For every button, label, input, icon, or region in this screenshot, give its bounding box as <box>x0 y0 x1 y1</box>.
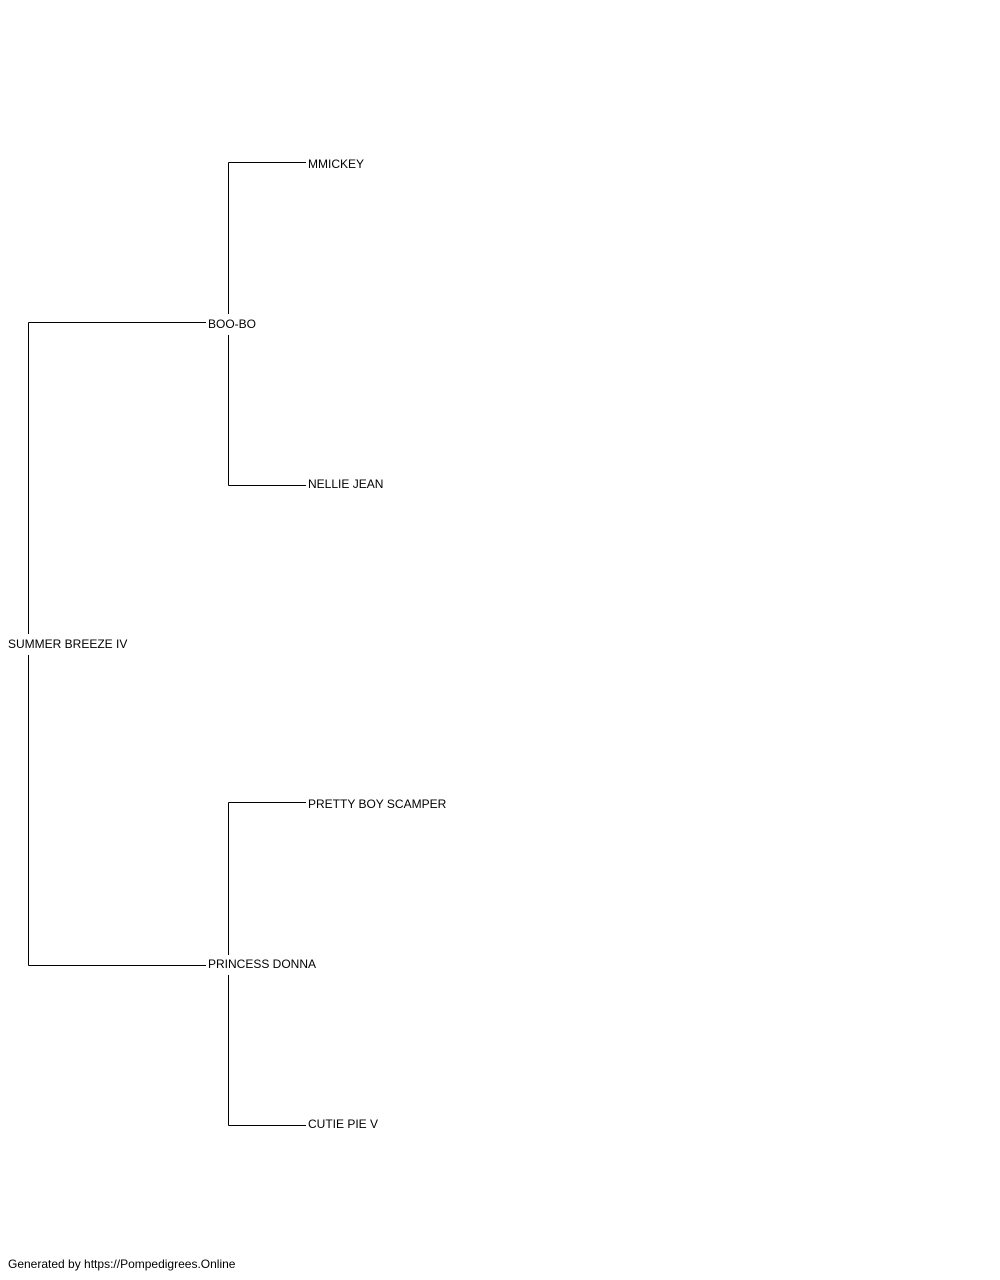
generated-by-footer: Generated by https://Pompedigrees.Online <box>8 1257 236 1271</box>
sire-name: BOO-BO <box>208 317 256 331</box>
subject-name: SUMMER BREEZE IV <box>8 637 127 651</box>
sire-dam-name: NELLIE JEAN <box>308 477 383 491</box>
sire-sire-name: MMICKEY <box>308 157 364 171</box>
dam-dam-name: CUTIE PIE V <box>308 1117 378 1131</box>
dam-sire-name: PRETTY BOY SCAMPER <box>308 797 447 811</box>
dam-name: PRINCESS DONNA <box>208 957 316 971</box>
